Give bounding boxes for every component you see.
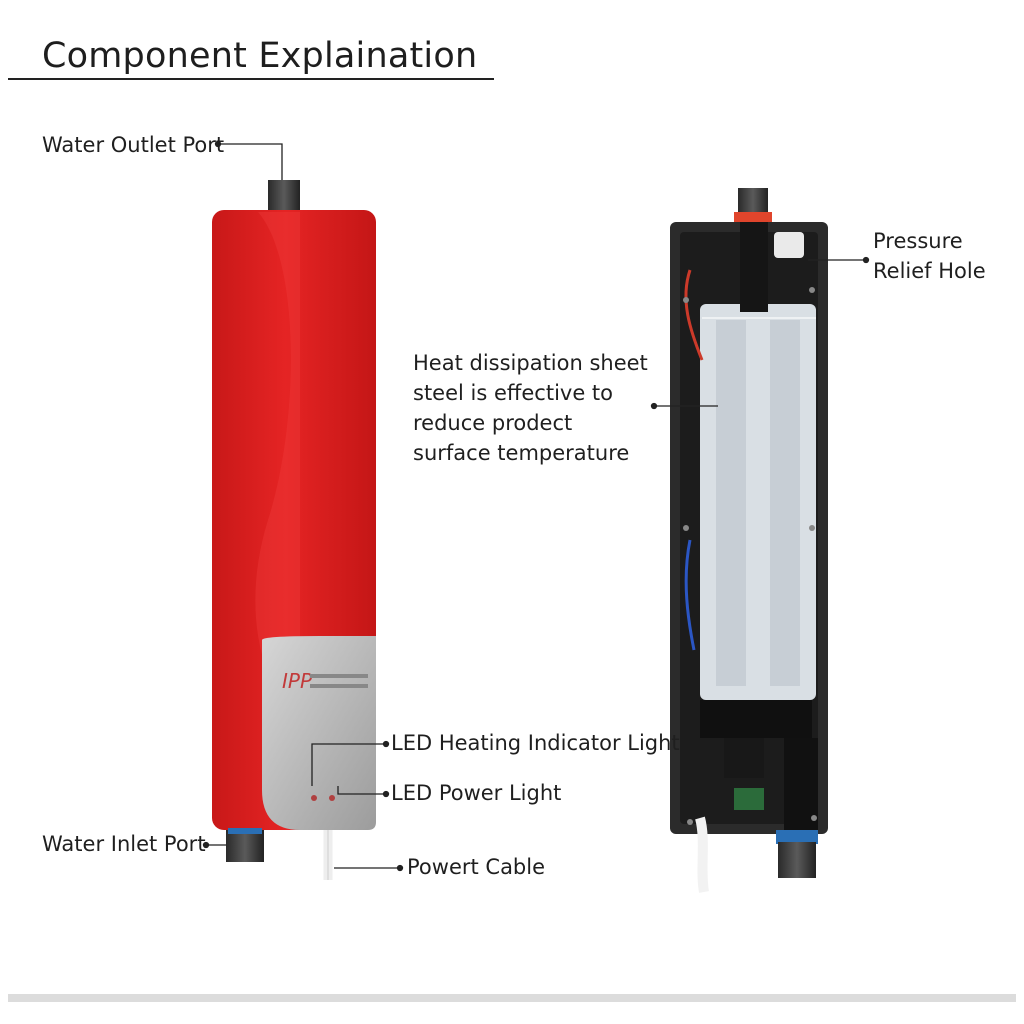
page-title: Component Explaination: [42, 36, 478, 76]
label-water-inlet-port: Water Inlet Port: [42, 832, 206, 856]
label-led-power-light: LED Power Light: [391, 781, 562, 805]
bottom-border: [8, 994, 1016, 1002]
label-led-heating-indicator-light: LED Heating Indicator Light: [391, 731, 680, 755]
label-pressure-relief-hole-line1: Pressure: [873, 229, 963, 253]
label-water-outlet-port: Water Outlet Port: [42, 133, 225, 157]
title-underline: [8, 78, 494, 80]
label-power-cable: Powert Cable: [407, 855, 546, 879]
svg-text:IPP: IPP: [282, 669, 313, 693]
label-heat-dissipation-sheet: Heat dissipation sheet steel is effectiv…: [413, 351, 648, 465]
label-pressure-relief-hole-line2: Relief Hole: [873, 259, 986, 283]
